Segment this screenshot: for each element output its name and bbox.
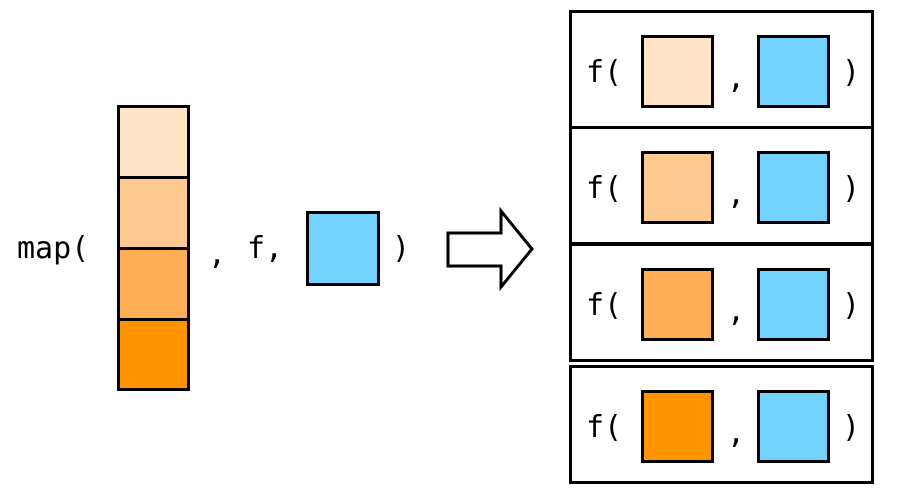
map-call-close: ) xyxy=(392,231,411,266)
result-fn-open: f( xyxy=(586,288,623,323)
result-comma: , xyxy=(727,416,746,451)
vector-element-4 xyxy=(117,318,190,391)
result-row: f( , ) xyxy=(569,243,874,362)
result-comma: , xyxy=(727,294,746,329)
result-row: f( , ) xyxy=(569,10,874,129)
vector-element-3 xyxy=(117,247,190,321)
result-extra-argument xyxy=(757,151,830,224)
result-extra-argument xyxy=(757,390,830,463)
extra-argument xyxy=(306,211,380,286)
result-extra-argument xyxy=(757,35,830,108)
result-vector-element xyxy=(641,390,714,463)
result-row: f( , ) xyxy=(569,126,874,245)
result-fn-close: ) xyxy=(842,171,861,206)
result-fn-close: ) xyxy=(842,410,861,445)
result-comma: , xyxy=(727,177,746,212)
result-row: f( , ) xyxy=(569,365,874,484)
result-fn-open: f( xyxy=(586,55,623,90)
result-extra-argument xyxy=(757,268,830,341)
map-function-arg: f, xyxy=(247,231,284,266)
map-separator: , xyxy=(208,237,227,272)
result-fn-open: f( xyxy=(586,171,623,206)
result-fn-open: f( xyxy=(586,410,623,445)
result-fn-close: ) xyxy=(842,288,861,323)
result-fn-close: ) xyxy=(842,55,861,90)
vector-element-1 xyxy=(117,105,190,179)
map-call-open: map( xyxy=(17,231,90,266)
result-vector-element xyxy=(641,35,714,108)
result-vector-element xyxy=(641,268,714,341)
result-comma: , xyxy=(727,61,746,96)
result-vector-element xyxy=(641,151,714,224)
